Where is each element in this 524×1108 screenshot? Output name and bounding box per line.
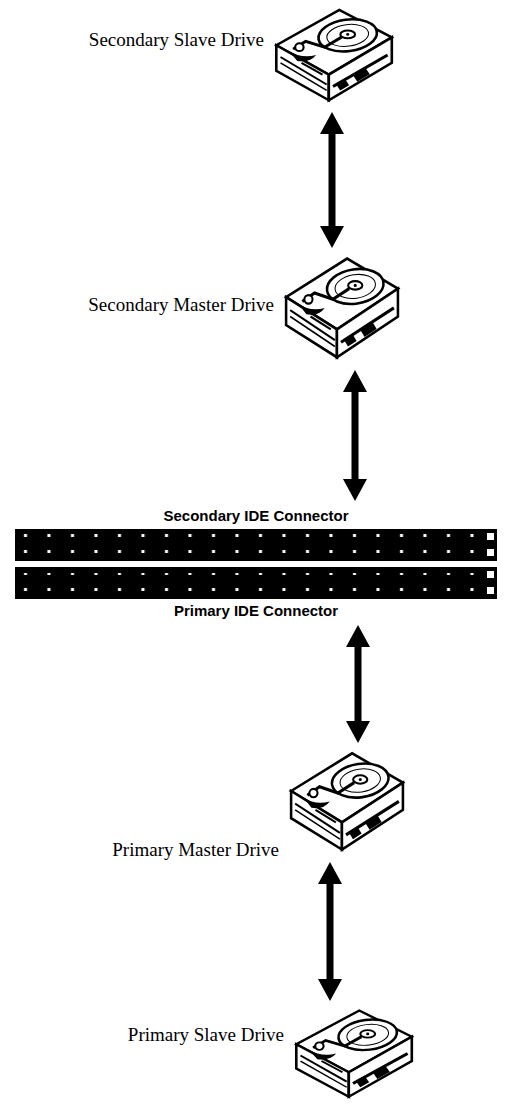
drive-label: Primary Master Drive (112, 839, 279, 861)
drive-node: Secondary Master Drive (280, 250, 402, 368)
ide-connector (15, 567, 497, 605)
connector-node: Secondary IDE Connector (15, 503, 497, 561)
connector-label: Primary IDE Connector (15, 602, 497, 619)
drive-node: Secondary Slave Drive (270, 2, 396, 110)
hard-drive (296, 1010, 412, 1096)
drive-label: Secondary Master Drive (88, 294, 274, 316)
hard-drive (276, 10, 392, 100)
hard-drive (286, 259, 398, 358)
drive-node: Primary Master Drive (285, 745, 407, 860)
double-arrow (343, 370, 367, 501)
hard-drive (291, 753, 403, 849)
drive-label: Primary Slave Drive (128, 1024, 284, 1046)
double-arrow (318, 862, 342, 1001)
connector-label: Secondary IDE Connector (15, 507, 497, 524)
drive-label: Secondary Slave Drive (89, 29, 264, 51)
double-arrow (320, 112, 344, 248)
double-arrow (346, 625, 370, 743)
drive-node: Primary Slave Drive (290, 1003, 416, 1106)
connector-node: Primary IDE Connector (15, 567, 497, 623)
ide-connector (15, 529, 497, 561)
